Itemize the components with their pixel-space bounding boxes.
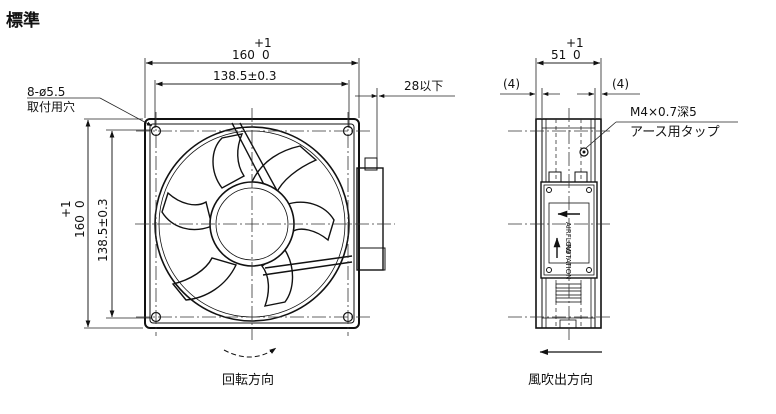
heading: 標準: [6, 11, 40, 31]
flange-left-label: (4): [503, 77, 520, 91]
height-dim-plus: +1: [59, 200, 73, 218]
height-dim-minus: 0: [73, 200, 87, 208]
holes-label-1: 8-ø5.5: [27, 85, 65, 99]
thickness-dim-minus: 0: [573, 48, 581, 62]
plate-rotation-label: ROTATION: [564, 244, 572, 279]
front-view: +1 160 0 138.5±0.3 28以下 8-ø5.5 取付用穴 160 …: [27, 36, 455, 388]
thickness-dim-value: 51: [551, 48, 566, 62]
width-dim-value: 160: [232, 48, 255, 62]
impeller-blades: [161, 133, 335, 307]
width-dim-plus: +1: [254, 36, 272, 50]
rotation-arrow-icon: [223, 347, 277, 358]
plate-airflow-label: AIRFLOW: [564, 222, 572, 254]
depth-dim-label: 28以下: [404, 79, 443, 93]
earth-tap-icon: [579, 147, 589, 157]
thickness-dim-plus: +1: [566, 36, 584, 50]
side-view-caption: 風吹出方向: [528, 372, 593, 388]
side-view: +1 51 0 (4) (4) M4×0.7深5 アース用タップ: [500, 36, 738, 388]
height-dim-value: 160: [73, 215, 87, 238]
holes-label-2: 取付用穴: [27, 99, 75, 114]
pitch-v-label: 138.5±0.3: [96, 199, 110, 263]
pitch-h-label: 138.5±0.3: [213, 69, 277, 83]
width-dim-minus: 0: [262, 48, 270, 62]
screw-label-1: M4×0.7深5: [630, 105, 697, 119]
flange-right-label: (4): [612, 77, 629, 91]
screw-label-2: アース用タップ: [630, 125, 720, 140]
front-view-caption: 回転方向: [222, 372, 274, 388]
